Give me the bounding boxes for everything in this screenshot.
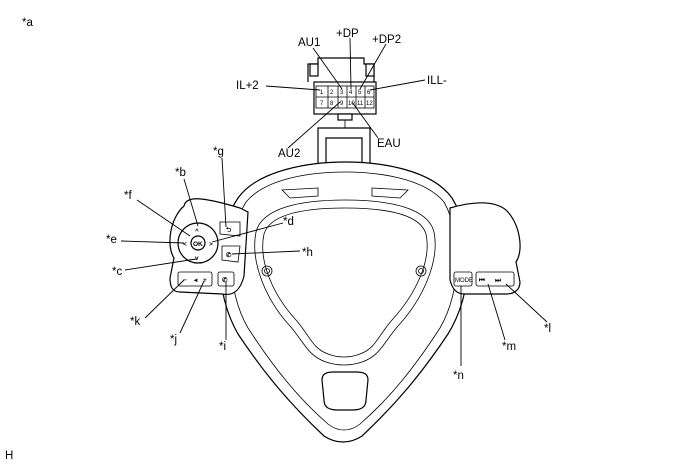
volume-minus-icon: − [183,277,187,284]
mode-label: MODE [455,278,473,284]
seek-switch[interactable] [475,271,515,287]
pin-7: 7 [320,101,324,107]
callout-c: *c [112,266,122,278]
callout-m: *m [502,341,516,353]
callout-l: *l [544,323,551,335]
left-arrow-icon: < [183,241,187,248]
left-switch-assembly: OK ^ v < > ⮌ ✆ − ◂ + ✆ [169,198,249,296]
callout-leaders [120,157,548,366]
callout-f: *f [124,190,132,202]
callout-n: *n [453,370,464,382]
ok-label: OK [193,241,203,248]
ok-button[interactable] [190,235,206,251]
phone-button[interactable] [221,245,241,263]
pin-9: 9 [340,101,344,107]
pin-8: 8 [330,101,334,107]
wheel-opening-inner [262,207,428,358]
pin-2: 2 [330,90,334,96]
wheel-rim-outer [219,161,469,443]
terminal-leaders [265,37,426,149]
volume-plus-icon: + [203,277,207,284]
footer-mark: H [5,450,13,462]
figure-label: *a [22,17,33,29]
callout-k: *k [130,316,140,328]
pin-4: 4 [349,90,353,96]
connector: 1 2 3 4 5 6 7 8 9 10 11 12 [307,57,377,169]
seek-next-icon: ⏭ [495,277,501,284]
callout-e: *e [106,234,117,246]
right-switch-housing [449,202,521,295]
terminal-dp2: +DP2 [372,34,401,46]
up-arrow-icon: ^ [195,227,199,235]
seek-prev-icon: ⏮ [479,277,485,284]
mode-button[interactable] [453,271,473,287]
connector-body [313,81,377,115]
screw-hole-left [261,265,273,277]
connector-stem [337,113,353,121]
terminal-au2: AU2 [278,148,300,160]
wheel-rim-inner [230,171,458,431]
down-arrow-icon: v [195,255,199,262]
clip-right [371,187,409,199]
terminal-eau: EAU [377,138,401,150]
pin-11: 11 [357,101,364,107]
terminal-ill: ILL- [427,75,447,87]
callout-i: *i [219,341,226,353]
pin-12: 12 [366,101,373,107]
pin-3: 3 [340,90,344,96]
terminal-il2: IL+2 [236,80,259,92]
right-arrow-icon: > [209,241,213,248]
terminal-au1: AU1 [298,37,320,49]
steering-wheel [219,161,469,443]
connector-latch-right [365,63,375,77]
back-button[interactable] [219,221,241,237]
callout-j: *j [170,334,177,346]
phone-icon: ✆ [226,251,232,259]
pin-5: 5 [358,90,362,96]
right-switch-assembly: MODE ⏮ ⏭ [449,202,521,295]
volume-switch[interactable] [177,271,213,287]
back-icon: ⮌ [226,226,232,234]
screw-hole-right [415,265,427,277]
pin-10: 10 [348,101,355,107]
callout-g: *g [213,146,224,158]
wheel-opening [254,199,436,366]
voice-icon: ✆ [222,276,228,284]
pin-1: 1 [320,90,324,96]
clip-left [281,187,319,199]
callout-d: *d [283,216,294,228]
callout-b: *b [175,167,186,179]
terminal-dp: +DP [336,28,359,40]
callout-h: *h [302,247,313,259]
bottom-emblem [321,371,369,411]
connector-latch-left [309,63,319,77]
pin-6: 6 [367,90,371,96]
volume-speaker-icon: ◂ [193,277,198,284]
